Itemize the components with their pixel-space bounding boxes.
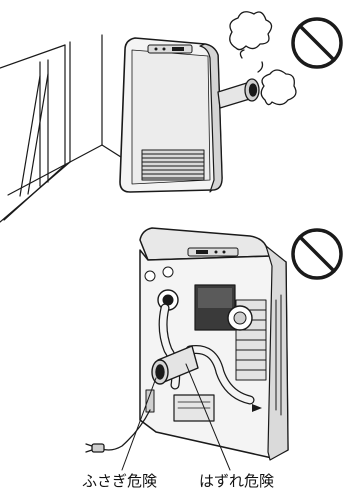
disconnection-danger-caption: はずれ危険 [199, 470, 274, 491]
top-scene [0, 12, 341, 222]
bottom-scene [86, 228, 341, 470]
blocking-danger-caption: ふさぎ危険 [82, 470, 157, 491]
prohibition-icon [293, 19, 341, 67]
heater-unit-back [140, 228, 288, 460]
heater-unit-top [120, 38, 222, 192]
prohibition-icon [293, 230, 341, 278]
exhaust-pipe [218, 79, 259, 108]
window-frame [0, 42, 70, 222]
vent-grille [142, 150, 204, 180]
